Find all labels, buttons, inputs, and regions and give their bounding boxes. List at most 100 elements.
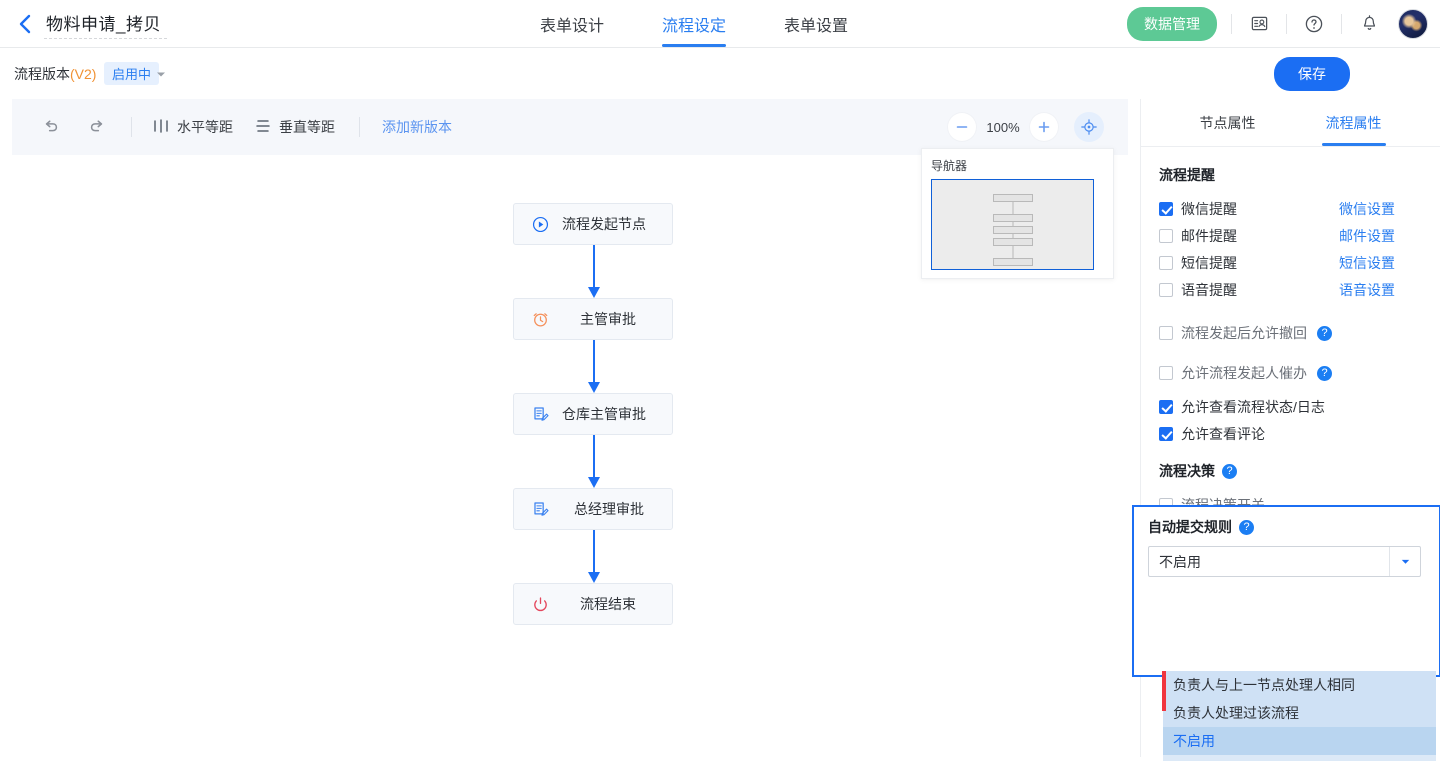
dropdown-option-same-handler[interactable]: 负责人与上一节点处理人相同: [1173, 677, 1355, 693]
option-row-allow-withdraw[interactable]: 流程发起后允许撤回 ?: [1159, 313, 1422, 353]
checkbox-allow-withdraw[interactable]: [1159, 326, 1173, 340]
flow-node-label: 总经理审批: [574, 501, 644, 517]
reminder-label: 邮件提醒: [1181, 227, 1237, 244]
navigator-viewport[interactable]: [931, 179, 1094, 270]
checkbox-sms-reminder[interactable]: [1159, 255, 1173, 270]
main-nav-tabs: 表单设计 流程设定 表单设置: [540, 0, 848, 47]
properties-tabs: 节点属性 流程属性: [1141, 99, 1440, 147]
checkbox-view-comments[interactable]: [1159, 426, 1173, 441]
reminder-row-sms[interactable]: 短信提醒 短信设置: [1159, 249, 1422, 276]
help-icon[interactable]: ?: [1222, 463, 1237, 479]
auto-submit-select[interactable]: 不启用: [1148, 546, 1421, 577]
flow-node-supervisor-approval[interactable]: 主管审批: [513, 298, 673, 340]
avatar[interactable]: [1398, 8, 1428, 39]
connector-line: [593, 245, 595, 289]
help-icon[interactable]: ?: [1239, 519, 1254, 535]
divider: [359, 117, 360, 137]
flow-diagram: 流程发起节点 主管审批: [513, 203, 688, 625]
chevron-left-icon[interactable]: [14, 13, 34, 35]
contact-card-icon[interactable]: [1246, 11, 1272, 37]
fit-to-screen-icon[interactable]: [1074, 112, 1104, 142]
email-settings-link[interactable]: 邮件设置: [1339, 227, 1395, 244]
checkbox-allow-urge[interactable]: [1159, 366, 1173, 380]
approval-doc-icon: [530, 404, 550, 424]
vertical-distribute-label: 垂直等距: [279, 119, 335, 135]
mini-link: [1012, 202, 1013, 214]
flow-node-label: 仓库主管审批: [562, 406, 646, 422]
checkbox-wechat-reminder[interactable]: [1159, 201, 1173, 216]
status-badge[interactable]: 启用中: [104, 62, 160, 85]
option-label: 允许流程发起人催办: [1181, 365, 1307, 381]
flow-node-label: 流程发起节点: [562, 216, 646, 232]
flow-canvas[interactable]: 水平等距 垂直等距 添加新版本 100%: [12, 99, 1128, 757]
add-new-version-button[interactable]: 添加新版本: [382, 119, 452, 135]
version-label: 流程版本(V2): [14, 64, 96, 84]
chevron-down-icon[interactable]: [154, 67, 168, 81]
zoom-level: 100%: [986, 119, 1020, 135]
undo-icon[interactable]: [38, 114, 64, 140]
flow-node-end[interactable]: 流程结束: [513, 583, 673, 625]
bell-icon[interactable]: [1356, 11, 1382, 37]
divider: [131, 117, 132, 137]
page-title[interactable]: 物料申请_拷贝: [44, 8, 167, 39]
wechat-settings-link[interactable]: 微信设置: [1339, 200, 1395, 217]
reminder-row-email[interactable]: 邮件提醒 邮件设置: [1159, 222, 1422, 249]
flow-node-start[interactable]: 流程发起节点: [513, 203, 673, 245]
reminder-row-voice[interactable]: 语音提醒 语音设置: [1159, 276, 1422, 303]
reminder-row-wechat[interactable]: 微信提醒 微信设置: [1159, 195, 1422, 222]
back-and-title: 物料申请_拷贝: [14, 8, 167, 39]
sms-settings-link[interactable]: 短信设置: [1339, 254, 1395, 271]
tab-flow-properties[interactable]: 流程属性: [1321, 99, 1386, 146]
minus-icon[interactable]: [948, 113, 976, 141]
approval-doc-icon: [530, 499, 550, 519]
option-row-view-status[interactable]: 允许查看流程状态/日志: [1159, 393, 1422, 420]
checkbox-voice-reminder[interactable]: [1159, 282, 1173, 297]
decision-title-text: 流程决策: [1159, 463, 1215, 479]
dropdown-accent-marker: [1162, 671, 1166, 711]
checkbox-view-status[interactable]: [1159, 399, 1173, 414]
voice-settings-link[interactable]: 语音设置: [1339, 281, 1395, 298]
help-icon[interactable]: ?: [1317, 365, 1332, 381]
option-label: 流程发起后允许撤回: [1181, 325, 1307, 341]
chevron-down-icon[interactable]: [1389, 547, 1420, 576]
plus-icon[interactable]: [1030, 113, 1058, 141]
mini-node: [992, 238, 1033, 246]
vertical-distribute-button[interactable]: 垂直等距: [255, 117, 335, 137]
connector-line: [593, 435, 595, 479]
connector-arrow: [588, 477, 600, 488]
version-label-text: 流程版本: [14, 65, 70, 82]
mini-link: [1012, 246, 1013, 258]
checkbox-email-reminder[interactable]: [1159, 228, 1173, 243]
tab-flow-settings[interactable]: 流程设定: [662, 0, 727, 47]
auto-submit-dropdown-list[interactable]: 负责人与上一节点处理人相同 负责人处理过该流程 不启用: [1162, 671, 1436, 761]
horizontal-distribute-button[interactable]: 水平等距: [153, 117, 233, 137]
option-row-allow-urge[interactable]: 允许流程发起人催办 ?: [1159, 353, 1422, 393]
navigator-panel[interactable]: 导航器: [921, 148, 1114, 279]
data-manage-button[interactable]: 数据管理: [1127, 6, 1217, 41]
save-button[interactable]: 保存: [1274, 56, 1350, 91]
connector-arrow: [588, 572, 600, 583]
connector-line: [593, 530, 595, 574]
help-icon[interactable]: ?: [1317, 325, 1332, 341]
tab-node-properties[interactable]: 节点属性: [1199, 114, 1256, 131]
option-label: 允许查看流程状态/日志: [1181, 398, 1325, 415]
dropdown-option-disabled[interactable]: 不启用: [1163, 727, 1436, 755]
horizontal-distribute-icon: [153, 118, 169, 137]
reminder-section-title: 流程提醒: [1159, 165, 1422, 185]
option-row-view-comments[interactable]: 允许查看评论: [1159, 420, 1422, 447]
flow-connector: [513, 530, 673, 583]
redo-icon[interactable]: [84, 114, 110, 140]
reminder-label: 微信提醒: [1181, 200, 1237, 217]
dropdown-option-handled-before[interactable]: 负责人处理过该流程: [1173, 705, 1299, 721]
tab-form-settings[interactable]: 表单设置: [784, 17, 849, 35]
help-circle-icon[interactable]: [1301, 11, 1327, 37]
connector-line: [593, 340, 595, 384]
mini-node: [992, 194, 1033, 202]
flow-node-warehouse-approval[interactable]: 仓库主管审批: [513, 393, 673, 435]
version-bar: 流程版本(V2) 启用中 保存: [0, 48, 1440, 99]
mini-link: [1012, 234, 1013, 238]
top-header: 物料申请_拷贝 表单设计 流程设定 表单设置 数据管理: [0, 0, 1440, 48]
properties-panel: 节点属性 流程属性 流程提醒 微信提醒 微信设置 邮件提醒 邮件设置 短信提醒 …: [1132, 99, 1440, 761]
flow-node-gm-approval[interactable]: 总经理审批: [513, 488, 673, 530]
tab-form-design[interactable]: 表单设计: [540, 17, 605, 35]
